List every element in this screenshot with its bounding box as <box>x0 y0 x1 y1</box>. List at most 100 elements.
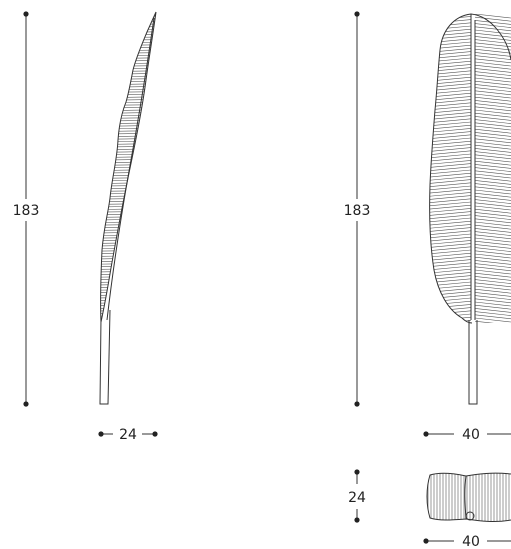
leaf-vein <box>429 185 472 191</box>
leaf-vein <box>474 71 511 76</box>
leaf-vein <box>474 138 511 144</box>
leaf-vein <box>100 205 156 208</box>
leaf-vein <box>429 208 472 213</box>
leaf-vein <box>474 314 511 320</box>
leaf-vein <box>100 130 156 132</box>
leaf-vein <box>429 144 472 149</box>
leaf-vein <box>429 281 472 287</box>
leaf-vein <box>474 154 511 160</box>
leaf-side-stem <box>99 309 111 405</box>
leaf-vein <box>100 78 156 80</box>
leaf-vein <box>474 106 511 112</box>
leaf-vein <box>429 112 472 117</box>
leaf-vein <box>429 227 472 232</box>
leaf-vein <box>100 286 156 288</box>
leaf-vein <box>474 157 511 163</box>
dimension-end-dot <box>23 401 29 407</box>
leaf-vein <box>474 176 511 182</box>
leaf-vein <box>429 243 472 248</box>
leaf-vein <box>429 121 472 127</box>
leaf-vein <box>474 122 511 128</box>
leaf-vein <box>474 237 511 243</box>
leaf-vein <box>100 213 156 216</box>
leaf-vein <box>474 221 511 227</box>
leaf-vein <box>100 13 156 15</box>
leaf-vein <box>474 112 511 118</box>
leaf-vein <box>100 257 156 260</box>
leaf-vein <box>100 106 156 109</box>
leaf-vein <box>429 67 472 72</box>
leaf-vein <box>474 58 511 64</box>
leaf-side-profile <box>99 11 157 405</box>
leaf-vein <box>100 231 156 234</box>
leaf-vein <box>474 164 511 169</box>
leaf-vein <box>429 265 472 271</box>
leaf-vein <box>429 89 472 95</box>
leaf-top-hatching <box>427 473 510 522</box>
leaf-vein <box>429 131 472 136</box>
leaf-vein <box>429 176 472 181</box>
leaf-vein <box>474 39 511 44</box>
leaf-vein <box>100 307 156 309</box>
leaf-vein <box>474 100 511 105</box>
side-width-dimension: 24 <box>98 427 158 443</box>
leaf-vein <box>429 262 472 268</box>
leaf-vein <box>429 297 472 303</box>
leaf-vein <box>429 320 472 323</box>
leaf-vein <box>429 86 472 92</box>
leaf-vein <box>100 294 156 296</box>
leaf-vein <box>429 259 472 264</box>
leaf-vein <box>100 158 156 161</box>
leaf-vein <box>474 317 511 323</box>
leaf-vein <box>474 183 511 188</box>
leaf-vein <box>429 105 472 111</box>
leaf-vein <box>429 83 472 88</box>
leaf-vein <box>100 80 156 83</box>
leaf-vein <box>429 246 472 252</box>
leaf-vein <box>429 252 472 258</box>
leaf-vein <box>100 135 156 138</box>
leaf-vein <box>100 223 156 226</box>
leaf-vein <box>100 242 156 244</box>
leaf-vein <box>474 196 511 201</box>
leaf-vein <box>429 25 472 31</box>
leaf-vein <box>100 299 156 301</box>
leaf-front-hatching <box>429 14 511 328</box>
leaf-vein <box>474 231 511 236</box>
leaf-vein <box>474 298 511 304</box>
leaf-vein <box>100 244 156 247</box>
leaf-vein <box>100 75 156 78</box>
leaf-vein <box>100 156 156 158</box>
leaf-vein <box>100 221 156 223</box>
leaf-vein <box>429 14 472 15</box>
leaf-vein <box>100 187 156 190</box>
leaf-vein <box>100 91 156 93</box>
leaf-vein <box>474 240 511 246</box>
leaf-vein <box>100 249 156 252</box>
leaf-vein <box>429 166 472 172</box>
leaf-vein <box>474 295 511 300</box>
leaf-vein <box>100 208 156 210</box>
leaf-vein <box>474 186 511 192</box>
leaf-vein <box>429 76 472 82</box>
leaf-vein <box>100 104 156 106</box>
leaf-vein <box>474 304 511 310</box>
leaf-vein <box>100 26 156 28</box>
leaf-vein <box>429 195 472 200</box>
leaf-vein <box>100 166 156 169</box>
leaf-vein <box>100 60 156 62</box>
leaf-vein <box>474 266 511 272</box>
leaf-vein <box>475 324 511 328</box>
leaf-vein <box>474 276 511 281</box>
leaf-vein <box>100 309 156 312</box>
leaf-vein <box>474 173 511 179</box>
leaf-vein <box>429 124 472 130</box>
top-depth-dimension: 24 <box>348 469 366 523</box>
leaf-vein <box>100 216 156 218</box>
leaf-vein <box>429 16 472 21</box>
leaf-vein <box>429 44 472 50</box>
leaf-vein <box>429 288 472 293</box>
leaf-vein <box>100 83 156 86</box>
leaf-vein <box>100 197 156 200</box>
leaf-vein <box>100 218 156 221</box>
